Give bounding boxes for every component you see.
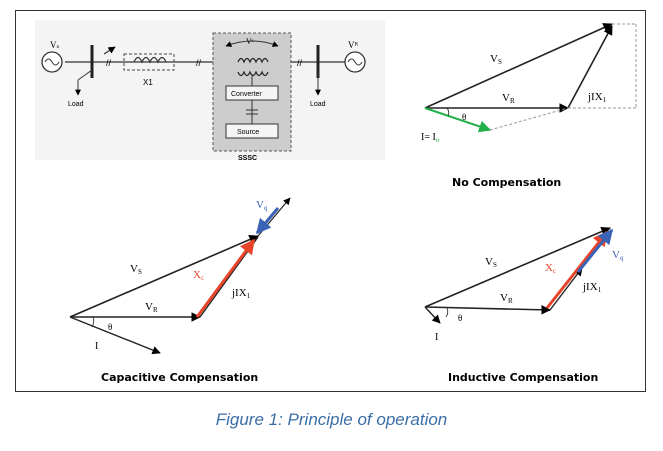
source-box (225, 123, 279, 139)
jix-vector (567, 25, 613, 109)
x1-box (123, 53, 175, 71)
circuit-background (35, 20, 385, 160)
panel-no-compensation: θ VS VR jIX1 I= Io No Compensation (421, 23, 637, 189)
figure-diagram: Vₛ Load X1 // // // Vᶜ Converter Source … (35, 20, 637, 384)
load-left-label: Load (68, 101, 84, 108)
panel-inductive: θ I VS VR Xc jIX1 Vq Inductive Compensat… (424, 226, 624, 384)
xc-label: Xc (545, 262, 556, 275)
sssc-label: SSSC (238, 155, 257, 162)
load-left-line (77, 69, 93, 81)
vr-circuit-label: Vᴿ (348, 40, 358, 50)
inductive-title: Inductive Compensation (448, 371, 598, 384)
vs-vector (69, 235, 259, 318)
capacitive-title: Capacitive Compensation (101, 371, 258, 384)
vc-label: Vᶜ (246, 37, 254, 46)
current-vector (424, 107, 492, 133)
current-label: I (95, 341, 98, 352)
line-break-mark-3: // (297, 58, 303, 68)
vr-label: VR (502, 92, 515, 105)
transformer-primary-icon (237, 57, 269, 64)
current-label: I= Io (421, 132, 440, 144)
load-right-label: Load (310, 101, 326, 108)
xc-vector (545, 230, 609, 309)
vs-vector (424, 226, 611, 308)
x1-label: X1 (143, 78, 153, 87)
theta-arc (446, 107, 450, 117)
panel-capacitive: θ I VS VR Xc jIX1 Vq Capacitive Compensa… (69, 197, 291, 384)
vs-circuit-label: Vₛ (50, 40, 60, 50)
vs-label: VS (490, 53, 502, 66)
vr-label: VR (500, 292, 513, 305)
current-vector (69, 316, 161, 355)
jix-label: jIX1 (587, 91, 607, 104)
xc-vector (195, 238, 256, 318)
vq-label: Vq (256, 199, 268, 212)
transformer-secondary-icon (237, 70, 269, 77)
jix-label: jIX1 (231, 287, 251, 300)
inductor-icon (133, 56, 167, 64)
vs-label: VS (130, 263, 142, 276)
vq-vector (576, 228, 614, 273)
line-break-mark-1: // (106, 58, 112, 68)
vs-vector (424, 23, 613, 109)
sine-right-icon (347, 58, 363, 66)
theta-arc (91, 316, 95, 328)
theta-arc (445, 307, 449, 318)
jix-label: jIX1 (582, 281, 602, 294)
vq-vector (255, 207, 280, 235)
source-label: Source (237, 129, 259, 136)
vr-label: VR (145, 301, 158, 314)
figure-caption: Figure 1: Principle of operation (215, 410, 448, 429)
theta-label: θ (462, 112, 466, 122)
no-compensation-title: No Compensation (452, 176, 561, 189)
vq-label: Vq (612, 249, 624, 262)
sssc-circuit: Vₛ Load X1 // // // Vᶜ Converter Source … (35, 20, 385, 162)
jix-vector (549, 267, 583, 311)
theta-label: θ (108, 322, 112, 332)
line-break-mark-2: // (196, 58, 202, 68)
current-label: I (435, 332, 438, 343)
converter-label: Converter (231, 91, 262, 98)
current-vector (424, 306, 441, 324)
sine-left-icon (44, 58, 60, 66)
vs-label: VS (485, 256, 497, 269)
vr-vector (424, 304, 551, 315)
current-arrow-icon (103, 46, 116, 55)
vc-arc-icon (225, 40, 279, 47)
xc-label: Xc (193, 269, 204, 282)
dashed-current-proj (489, 107, 569, 131)
theta-label: θ (458, 313, 462, 323)
